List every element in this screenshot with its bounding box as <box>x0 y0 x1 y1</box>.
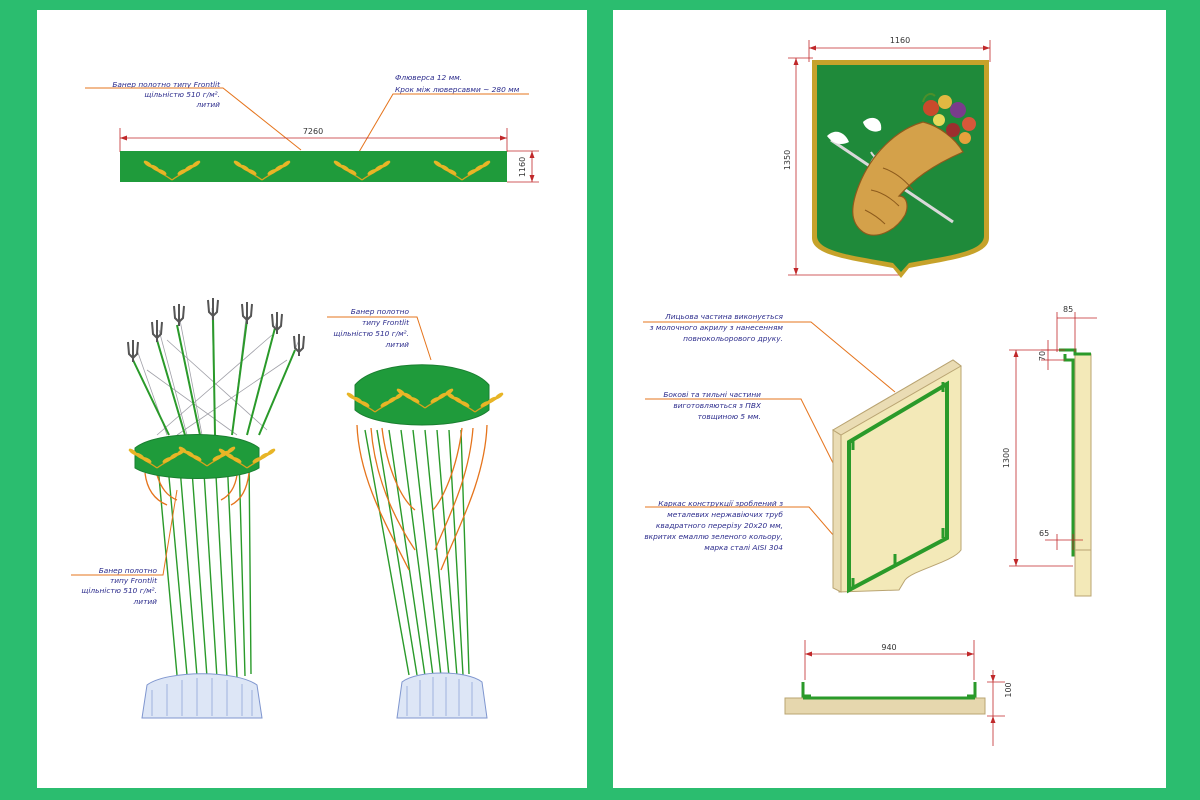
panel-side-section <box>1059 348 1092 597</box>
sheaf-top-caption-line: Банер полотно <box>351 307 410 316</box>
side-parts-caption-line: Бокові та тильні частини <box>663 390 761 399</box>
bottom-width-value: 940 <box>881 643 896 652</box>
sheaf-structure-cylinder <box>345 364 505 719</box>
bottom-height-value: 100 <box>1004 682 1013 697</box>
right-drawing-sheet: 1160 1350 <box>613 10 1166 788</box>
front-part-caption: Лицьова частина виконується з молочного … <box>650 312 784 343</box>
sheaf-side-caption-line: типу Frontlit <box>110 576 158 585</box>
frame-caption-line: вкритих емаллю зеленого кольору, <box>644 532 783 541</box>
sheaf-side-caption-line: щільністю 510 г/м². <box>81 586 157 595</box>
frame-caption: Каркас конструкції зроблений з металевих… <box>644 499 783 552</box>
sheaf-side-caption-line: литий <box>133 597 158 606</box>
side-bottom-gap-dimension: 65 <box>1039 529 1083 550</box>
side-parts-caption-line: товщиною 5 мм. <box>698 412 761 421</box>
sheaf-top-caption-line: щільністю 510 г/м². <box>333 329 409 338</box>
cornucopia-icon <box>852 93 976 236</box>
banner-leader <box>85 87 302 151</box>
banner-caption-line: литий <box>196 100 221 109</box>
emblem-height-dimension: 1350 <box>783 57 903 276</box>
bottom-width-dimension: 940 <box>804 640 975 680</box>
bottom-height-dimension: 100 <box>987 670 1013 746</box>
eyelet-caption-line: Крок між люверсавми ~ 280 мм <box>395 85 520 94</box>
sheaf-top-caption: Банер полотно типу Frontlit щільністю 51… <box>333 307 410 349</box>
side-top-gap-value: 70 <box>1038 351 1047 361</box>
panel-bottom-section <box>784 682 986 715</box>
banner-width-dimension: 7260 <box>119 127 508 152</box>
panel-isometric-view <box>832 359 962 594</box>
front-part-leader <box>643 321 896 393</box>
front-part-caption-line: повнокольорового друку. <box>683 334 783 343</box>
sheaf-structure-with-tridents <box>127 297 305 719</box>
coat-of-arms-emblem <box>812 60 989 278</box>
side-parts-caption: Бокові та тильні частини виготовляються … <box>663 390 762 421</box>
front-part-caption-line: з молочного акрилу з нанесенням <box>650 323 784 332</box>
sheaf-side-leader <box>71 489 178 576</box>
sheaf-top-caption-line: типу Frontlit <box>362 318 410 327</box>
emblem-height-value: 1350 <box>783 150 792 170</box>
side-top-gap-dimension: 70 <box>1038 340 1065 370</box>
eyelet-caption: Флюверса 12 мм. Крок між люверсавми ~ 28… <box>395 73 520 94</box>
banner-caption-line: щільністю 510 г/м². <box>144 90 220 99</box>
emblem-width-dimension: 1160 <box>808 36 991 62</box>
frame-caption-line: металевих нержавіючих труб <box>667 510 783 519</box>
side-top-width-value: 85 <box>1063 305 1073 314</box>
side-height-value: 1300 <box>1002 448 1011 468</box>
side-parts-leader <box>645 398 840 476</box>
banner-caption: Банер полотно типу Frontlit щільністю 51… <box>112 80 221 109</box>
front-part-caption-line: Лицьова частина виконується <box>664 312 783 321</box>
left-drawing: Банер полотно типу Frontlit щільністю 51… <box>71 73 539 719</box>
sheaf-top-caption-line: литий <box>385 340 410 349</box>
frame-caption-line: Каркас конструкції зроблений з <box>658 499 783 508</box>
banner-caption-line: Банер полотно типу Frontlit <box>112 80 221 89</box>
side-parts-caption-line: виготовляються з ПВХ <box>673 401 762 410</box>
side-top-width-dimension: 85 <box>1056 305 1097 352</box>
side-height-dimension: 1300 <box>1002 349 1073 567</box>
left-drawing-sheet: Банер полотно типу Frontlit щільністю 51… <box>37 10 587 788</box>
banner-height-dimension: 1160 <box>507 150 539 183</box>
frame-caption-line: квадратного перерізу 20х20 мм, <box>656 521 783 530</box>
right-drawing: 1160 1350 <box>643 36 1097 746</box>
sheaf-side-caption-line: Банер полотно <box>99 566 158 575</box>
banner-height-value: 1160 <box>518 157 527 177</box>
side-bottom-gap-value: 65 <box>1039 529 1049 538</box>
banner-width-value: 7260 <box>303 127 323 136</box>
frame-caption-line: марка сталі AISI 304 <box>704 543 783 552</box>
sheaf-top-leader <box>327 316 432 361</box>
emblem-width-value: 1160 <box>890 36 910 45</box>
banner-strip <box>120 151 507 182</box>
sheaf-side-caption: Банер полотно типу Frontlit щільністю 51… <box>81 566 158 606</box>
eyelet-caption-line: Флюверса 12 мм. <box>395 73 462 82</box>
eyelet-leader <box>358 93 529 153</box>
